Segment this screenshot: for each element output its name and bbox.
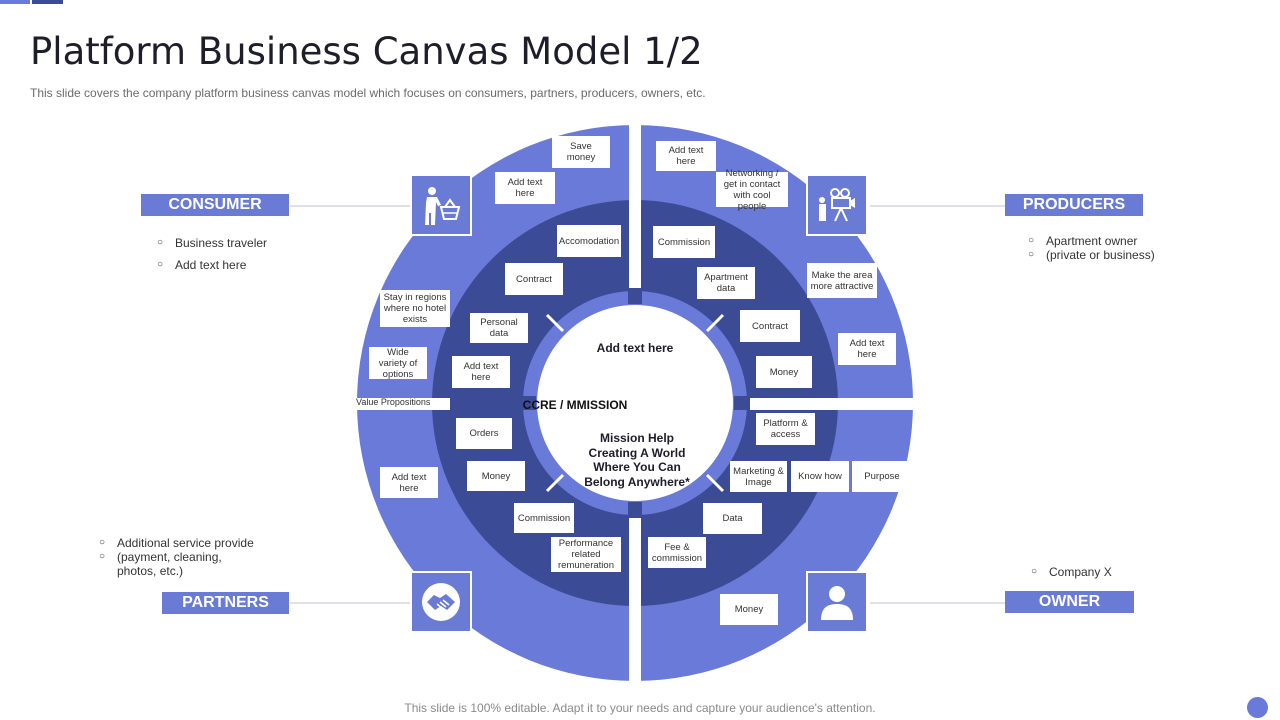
top-accent-bar-dark: [32, 0, 63, 4]
partners-label: PARTNERS: [162, 592, 289, 614]
separator-top: [629, 120, 641, 296]
box-save-money: Save money: [552, 136, 610, 168]
box-networking: Networking / get in contact with cool pe…: [716, 168, 788, 212]
partners-bullet-continuation: photos, etc.): [117, 564, 184, 578]
box-add-text-mid-left: Add text here: [452, 356, 510, 388]
center-mission-text: Mission Help Creating A World Where You …: [584, 431, 690, 489]
box-personal-data: Personal data: [470, 313, 528, 343]
box-data: Data: [703, 503, 762, 534]
box-money-left: Money: [467, 461, 525, 491]
film-camera-icon: [819, 188, 855, 222]
producers-bullets: Apartment owner (private or business): [1028, 234, 1155, 262]
footer-note: This slide is 100% editable. Adapt it to…: [404, 701, 876, 715]
consumer-icon-box: [410, 174, 472, 236]
separator-right: [745, 398, 920, 410]
producers-bullet: (private or business): [1028, 248, 1155, 262]
separator-left: [350, 398, 450, 410]
box-commission-right: Commission: [653, 226, 715, 258]
slide-nav-dot[interactable]: [1247, 697, 1268, 718]
box-money-right: Money: [756, 356, 812, 388]
page-subtitle: This slide covers the company platform b…: [30, 86, 706, 100]
center-top-text: Add text here: [596, 341, 674, 355]
box-add-text-bottom-left: Add text here: [380, 467, 438, 498]
owner-label: OWNER: [1005, 591, 1134, 613]
separator-bottom: [629, 512, 641, 687]
consumer-label: CONSUMER: [141, 194, 289, 216]
box-money-bottom: Money: [720, 594, 778, 625]
box-platform-access: Platform & access: [756, 413, 815, 445]
partners-bullets: Additional service provide (payment, cle…: [99, 536, 254, 578]
partners-bullet: (payment, cleaning,: [99, 550, 254, 564]
box-add-text-top-left: Add text here: [495, 172, 555, 204]
box-contract-right: Contract: [740, 310, 800, 342]
box-stay-regions: Stay in regions where no hotel exists: [380, 290, 450, 327]
top-accent-bar-light: [0, 0, 30, 4]
center-mission-heading: CCRE / MMISSION: [522, 398, 628, 412]
user-icon: [821, 586, 853, 620]
partners-bullet: Additional service provide: [99, 536, 254, 550]
owner-icon-box: [806, 571, 868, 633]
producers-label: PRODUCERS: [1005, 194, 1143, 216]
page-title: Platform Business Canvas Model 1/2: [30, 30, 703, 73]
box-fee-commission: Fee & commission: [648, 537, 706, 568]
box-apartment-data: Apartment data: [697, 267, 755, 299]
box-commission-left: Commission: [514, 503, 574, 533]
box-purpose: Purpose: [852, 461, 912, 492]
box-add-text-top-right: Add text here: [656, 141, 716, 171]
box-marketing-image: Marketing & Image: [730, 461, 787, 492]
partners-icon-box: [410, 571, 472, 633]
box-make-area-attractive: Make the area more attractive: [807, 263, 877, 298]
producers-bullet: Apartment owner: [1028, 234, 1155, 248]
box-add-text-right: Add text here: [838, 333, 896, 365]
center-core: [537, 305, 733, 501]
shopping-person-icon: [425, 187, 461, 225]
box-wide-variety: Wide variety of options: [369, 347, 427, 380]
consumer-bullet: Add text here: [157, 258, 267, 272]
consumer-bullets: Business traveler Add text here: [157, 236, 267, 280]
box-performance-remuneration: Performance related remuneration: [551, 537, 621, 572]
box-contract-left: Contract: [505, 263, 563, 295]
producers-icon-box: [806, 174, 868, 236]
box-accomodation: Accomodation: [557, 225, 621, 257]
handshake-icon: [422, 583, 460, 621]
value-propositions-label: Value Propositions: [356, 397, 431, 407]
consumer-bullet: Business traveler: [157, 236, 267, 250]
box-orders: Orders: [456, 418, 512, 449]
owner-bullet: Company X: [1031, 565, 1112, 579]
owner-bullets: Company X: [1031, 565, 1112, 587]
box-know-how: Know how: [791, 461, 849, 492]
